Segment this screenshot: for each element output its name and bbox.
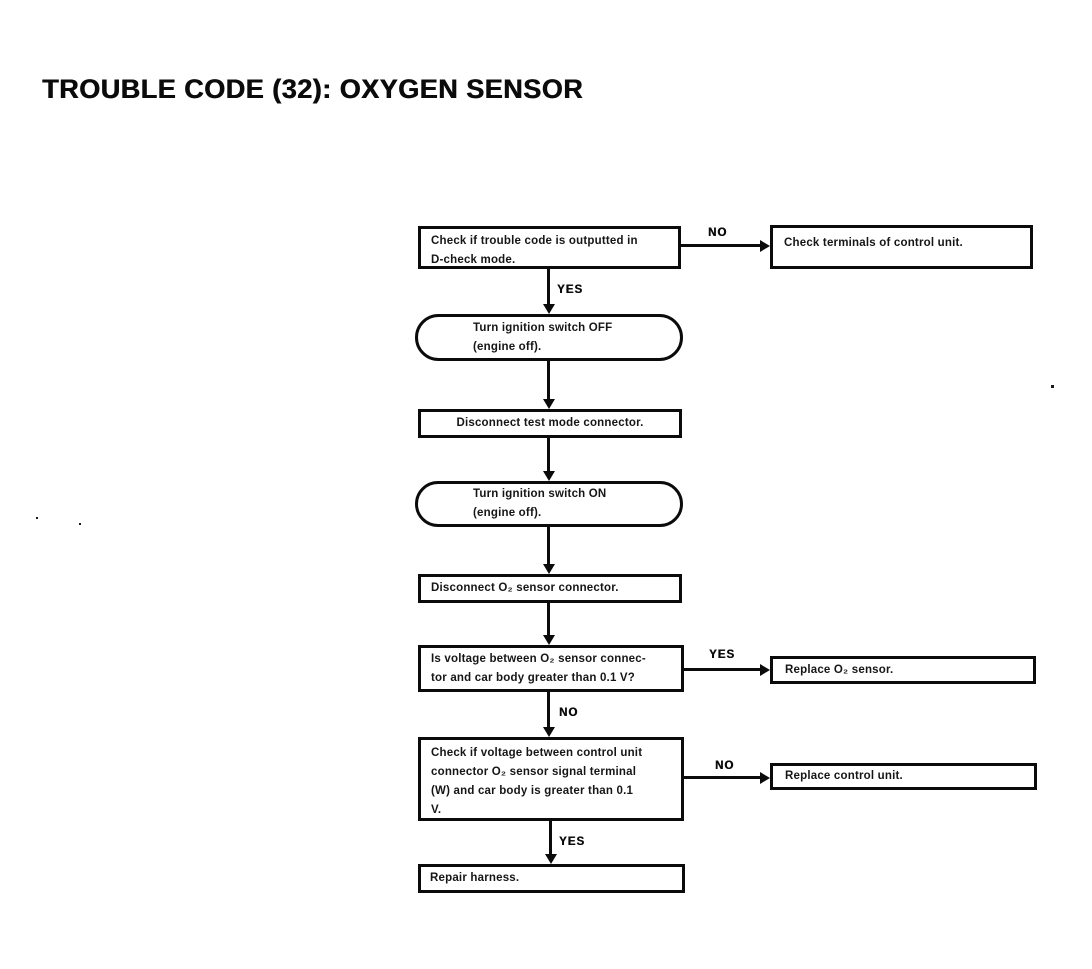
edge-label-yes: YES bbox=[557, 284, 584, 296]
flow-node-check-trouble-code: Check if trouble code is outputted in D-… bbox=[418, 226, 681, 269]
flow-node-replace-control-unit: Replace control unit. bbox=[770, 763, 1037, 790]
flow-node-turn-ignition-switch-on: Turn ignition switch ON (engine off). bbox=[415, 481, 683, 527]
arrowhead-down-icon bbox=[544, 854, 557, 864]
scan-speck bbox=[1051, 385, 1054, 388]
arrowhead-right-icon bbox=[760, 771, 770, 784]
connector-vertical bbox=[547, 692, 550, 728]
connector-vertical bbox=[547, 438, 550, 472]
page-title: TROUBLE CODE (32): OXYGEN SENSOR bbox=[42, 74, 584, 104]
flow-node-label: Check terminals of control unit. bbox=[784, 237, 963, 249]
flow-node-label: Replace O₂ sensor. bbox=[785, 663, 894, 676]
edge-label-no: NO bbox=[559, 707, 579, 719]
connector-vertical bbox=[547, 269, 550, 306]
flow-node-replace-o2-sensor: Replace O₂ sensor. bbox=[770, 656, 1036, 684]
flow-node-label: Repair harness. bbox=[430, 872, 520, 884]
flow-node-check-terminals-of-control-unit: Check terminals of control unit. bbox=[770, 225, 1033, 269]
flow-node-label: Disconnect O₂ sensor connector. bbox=[431, 582, 619, 594]
flow-node-label: Turn ignition switch OFF (engine off). bbox=[473, 321, 613, 353]
flow-node-o2-voltage-question: Is voltage between O₂ sensor connec- tor… bbox=[418, 645, 684, 692]
edge-label-no: NO bbox=[715, 760, 735, 772]
flow-node-label: Replace control unit. bbox=[785, 770, 903, 782]
connector-vertical bbox=[547, 361, 550, 400]
arrowhead-right-icon bbox=[760, 239, 770, 252]
flow-node-label: Is voltage between O₂ sensor connec- tor… bbox=[431, 652, 646, 684]
scan-speck bbox=[79, 523, 81, 525]
flow-node-repair-harness: Repair harness. bbox=[418, 864, 685, 893]
connector-horizontal bbox=[684, 776, 762, 779]
arrowhead-down-icon bbox=[542, 399, 555, 409]
flow-node-control-unit-voltage-question: Check if voltage between control unit co… bbox=[418, 737, 684, 821]
arrowhead-down-icon bbox=[542, 727, 555, 737]
flow-node-label: Disconnect test mode connector. bbox=[456, 417, 644, 429]
flow-node-disconnect-o2-sensor-connector: Disconnect O₂ sensor connector. bbox=[418, 574, 682, 603]
flow-node-label: Check if trouble code is outputted in D-… bbox=[431, 235, 638, 266]
flow-node-turn-ignition-switch-off: Turn ignition switch OFF (engine off). bbox=[415, 314, 683, 361]
flow-node-disconnect-test-mode-connector: Disconnect test mode connector. bbox=[418, 409, 682, 438]
arrowhead-down-icon bbox=[542, 635, 555, 645]
connector-horizontal bbox=[681, 244, 762, 247]
edge-label-no: NO bbox=[708, 227, 728, 239]
arrowhead-down-icon bbox=[542, 471, 555, 481]
connector-vertical bbox=[547, 527, 550, 565]
edge-label-yes: YES bbox=[559, 836, 586, 848]
arrowhead-down-icon bbox=[542, 304, 555, 314]
scan-speck bbox=[36, 517, 38, 519]
connector-vertical bbox=[547, 603, 550, 636]
connector-horizontal bbox=[684, 668, 762, 671]
edge-label-yes: YES bbox=[709, 649, 736, 661]
flow-node-label: Turn ignition switch ON (engine off). bbox=[473, 488, 607, 519]
arrowhead-right-icon bbox=[760, 663, 770, 676]
flow-node-label: Check if voltage between control unit co… bbox=[431, 747, 643, 816]
arrowhead-down-icon bbox=[542, 564, 555, 574]
connector-vertical bbox=[549, 821, 552, 855]
